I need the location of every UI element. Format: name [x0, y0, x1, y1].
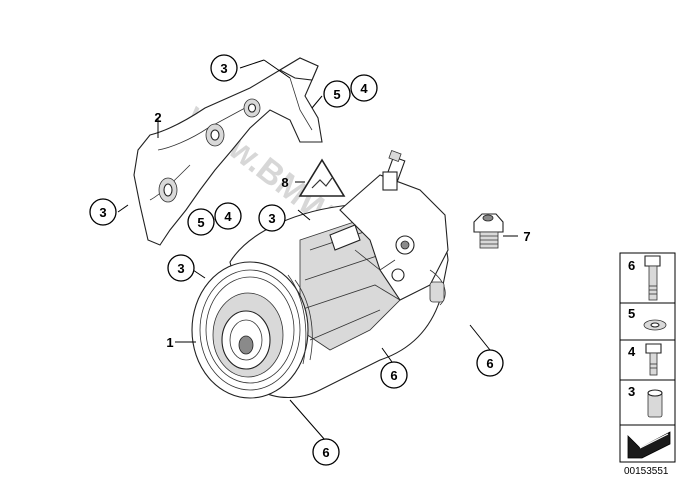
leader-lines [117, 59, 518, 441]
legend-item-sleeve[interactable]: 3 [628, 384, 663, 418]
label-2[interactable]: 2 [154, 110, 161, 125]
warning-label [298, 158, 346, 197]
svg-text:3: 3 [220, 61, 227, 76]
document-number: 00153551 [624, 466, 669, 477]
callout-3-low[interactable]: 3 [167, 254, 195, 282]
label-1[interactable]: 1 [166, 335, 173, 350]
label-7[interactable]: 7 [523, 229, 530, 244]
pressure-fitting [473, 213, 504, 249]
callout-3-top[interactable]: 3 [210, 54, 238, 82]
legend-item-long-bolt[interactable]: 6 [628, 255, 661, 301]
callout-6-right[interactable]: 6 [476, 349, 504, 377]
svg-text:6: 6 [390, 368, 397, 383]
svg-text:3: 3 [628, 384, 635, 399]
legend-item-short-bolt[interactable]: 4 [628, 343, 662, 376]
svg-text:6: 6 [628, 258, 635, 273]
callout-3-mid[interactable]: 3 [258, 204, 286, 232]
callout-5-top[interactable]: 5 [323, 80, 351, 108]
svg-text:5: 5 [628, 306, 635, 321]
svg-text:5: 5 [197, 215, 204, 230]
callout-8[interactable]: 8 [281, 175, 288, 190]
svg-text:3: 3 [177, 261, 184, 276]
svg-text:4: 4 [360, 81, 368, 96]
parts-legend: 6 5 4 3 [619, 252, 676, 463]
svg-text:3: 3 [99, 205, 106, 220]
svg-text:6: 6 [322, 445, 329, 460]
svg-text:4: 4 [224, 209, 232, 224]
svg-text:3: 3 [268, 211, 275, 226]
svg-text:4: 4 [628, 344, 636, 359]
callout-5-mid[interactable]: 5 [187, 208, 215, 236]
callout-6-bottom[interactable]: 6 [312, 438, 340, 466]
ac-compressor [191, 150, 449, 399]
callout-3-left[interactable]: 3 [89, 198, 117, 226]
callout-6-center[interactable]: 6 [380, 361, 408, 389]
svg-text:6: 6 [486, 356, 493, 371]
callout-4-top[interactable]: 4 [350, 74, 378, 102]
svg-text:5: 5 [333, 87, 340, 102]
direction-arrow-icon [627, 431, 671, 459]
legend-item-washer[interactable]: 5 [628, 306, 667, 331]
callout-4-mid[interactable]: 4 [214, 202, 242, 230]
mounting-bracket [133, 57, 323, 246]
